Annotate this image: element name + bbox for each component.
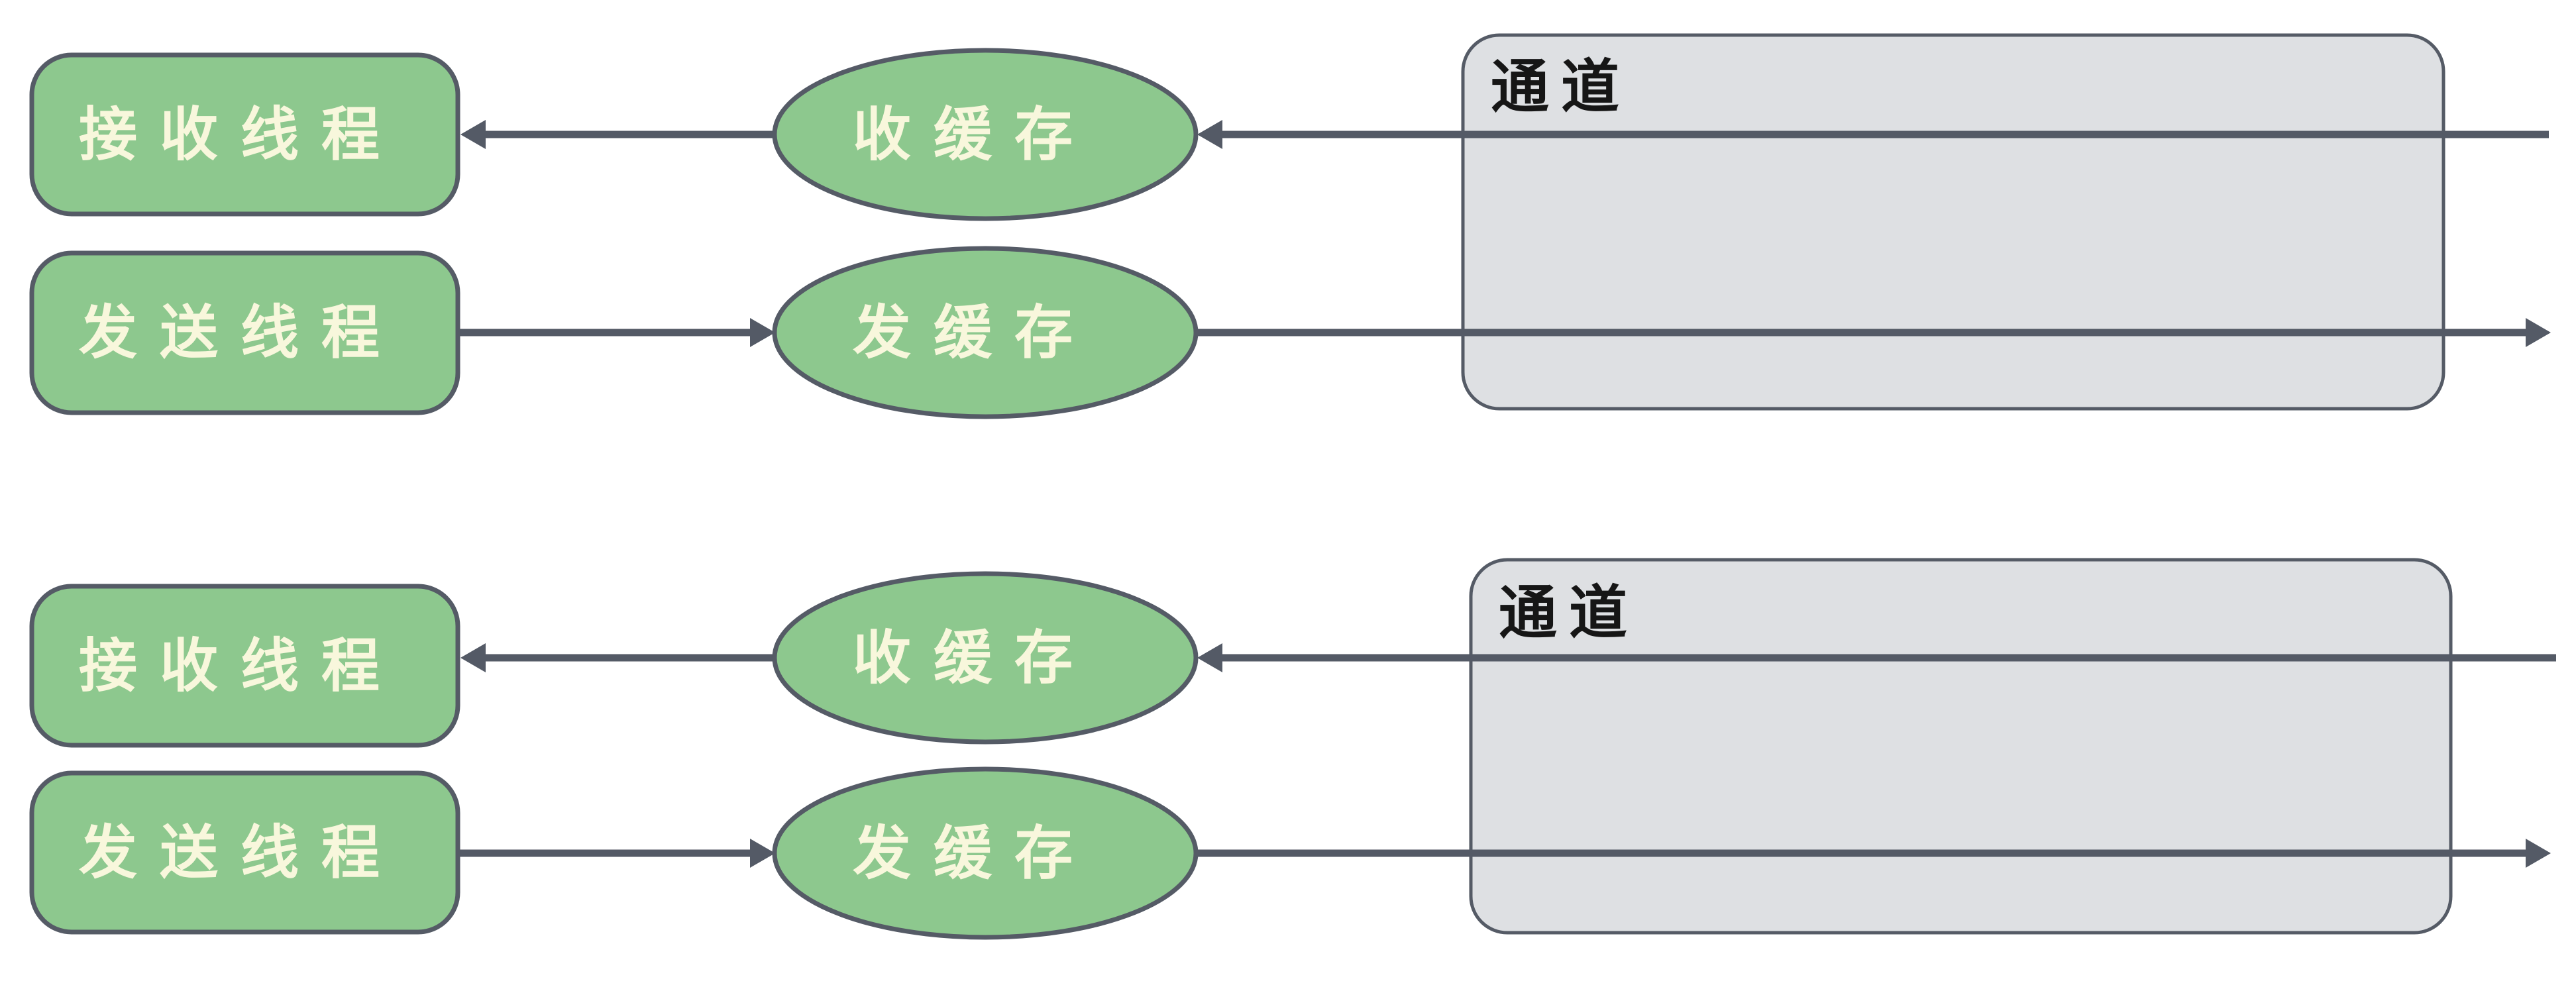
channel-box — [1469, 558, 2453, 935]
channel-box — [1461, 33, 2445, 411]
send-arrowhead-out-icon — [2526, 318, 2551, 347]
channel-label: 通道 — [1499, 580, 1639, 646]
receive-buffer-node — [772, 48, 1199, 221]
receive-thread-node — [29, 52, 460, 217]
send-buffer-label: 发缓存 — [853, 821, 1095, 886]
send-thread-label: 发送线程 — [79, 820, 402, 886]
channel-label: 通道 — [1491, 54, 1631, 120]
receive-thread-label: 接收线程 — [79, 102, 402, 168]
receive-arrowhead-into-thread-icon — [460, 643, 486, 672]
send-arrowhead-out-icon — [2526, 839, 2551, 868]
receive-thread-node — [29, 584, 460, 748]
receive-arrowhead-into-buffer-icon — [1197, 120, 1222, 149]
send-thread-node — [29, 250, 460, 415]
flow-group-top: 通道 接收线程 发送线程 收缓存 发缓存 — [29, 33, 2551, 419]
send-arrowhead-into-buffer-icon — [750, 318, 775, 347]
receive-arrowhead-into-thread-icon — [460, 120, 486, 149]
receive-buffer-label: 收缓存 — [853, 625, 1095, 691]
send-buffer-label: 发缓存 — [853, 300, 1095, 366]
send-buffer-node — [772, 246, 1199, 419]
send-buffer-node — [772, 766, 1199, 940]
flow-group-bottom: 通道 接收线程 发送线程 收缓存 发缓存 — [29, 558, 2556, 940]
receive-arrowhead-into-buffer-icon — [1197, 643, 1222, 672]
send-thread-node — [29, 770, 460, 935]
send-arrowhead-into-buffer-icon — [750, 839, 775, 868]
receive-buffer-node — [772, 571, 1199, 745]
send-thread-label: 发送线程 — [79, 300, 402, 366]
receive-thread-label: 接收线程 — [79, 633, 402, 699]
receive-buffer-label: 收缓存 — [853, 102, 1095, 168]
